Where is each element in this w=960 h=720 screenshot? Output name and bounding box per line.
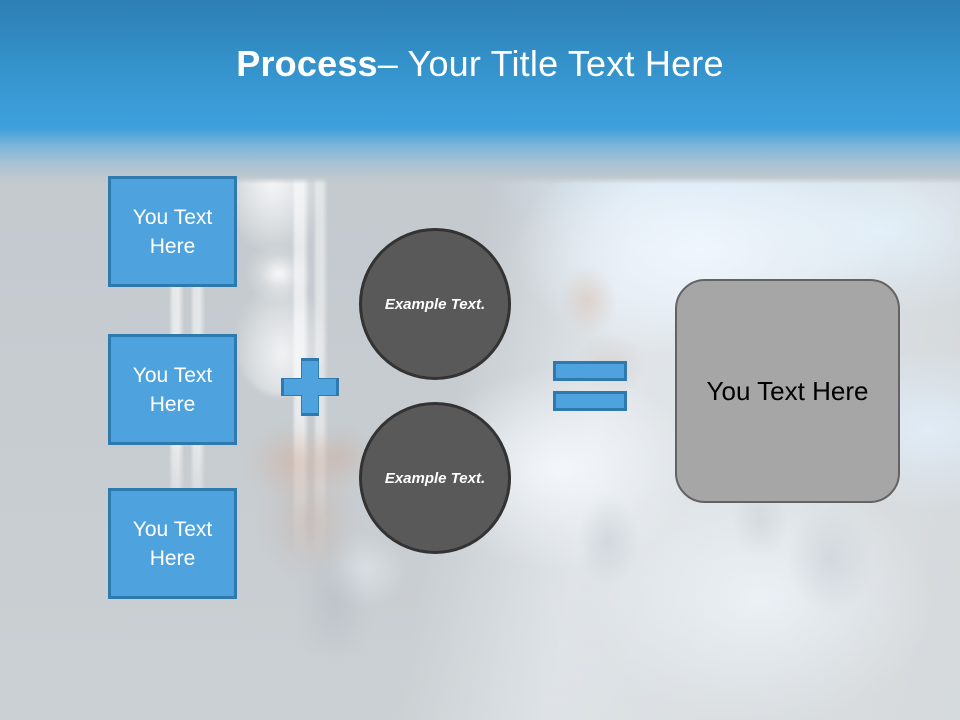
example-circle-1[interactable]: Example Text. bbox=[359, 228, 511, 380]
example-circle-2[interactable]: Example Text. bbox=[359, 402, 511, 554]
page-title: Process – Your Title Text Here bbox=[0, 0, 960, 128]
equals-bar-bottom bbox=[553, 391, 627, 411]
title-band bbox=[0, 0, 960, 128]
page-title-strong: Process bbox=[236, 43, 378, 84]
input-box-1[interactable]: You Text Here bbox=[108, 176, 237, 287]
equals-bar-top bbox=[553, 361, 627, 381]
input-box-2[interactable]: You Text Here bbox=[108, 334, 237, 445]
title-band-fade bbox=[0, 128, 960, 184]
equals-operator-icon bbox=[553, 361, 627, 411]
page-title-rest: – Your Title Text Here bbox=[377, 43, 724, 84]
result-box[interactable]: You Text Here bbox=[675, 279, 900, 503]
input-box-3[interactable]: You Text Here bbox=[108, 488, 237, 599]
